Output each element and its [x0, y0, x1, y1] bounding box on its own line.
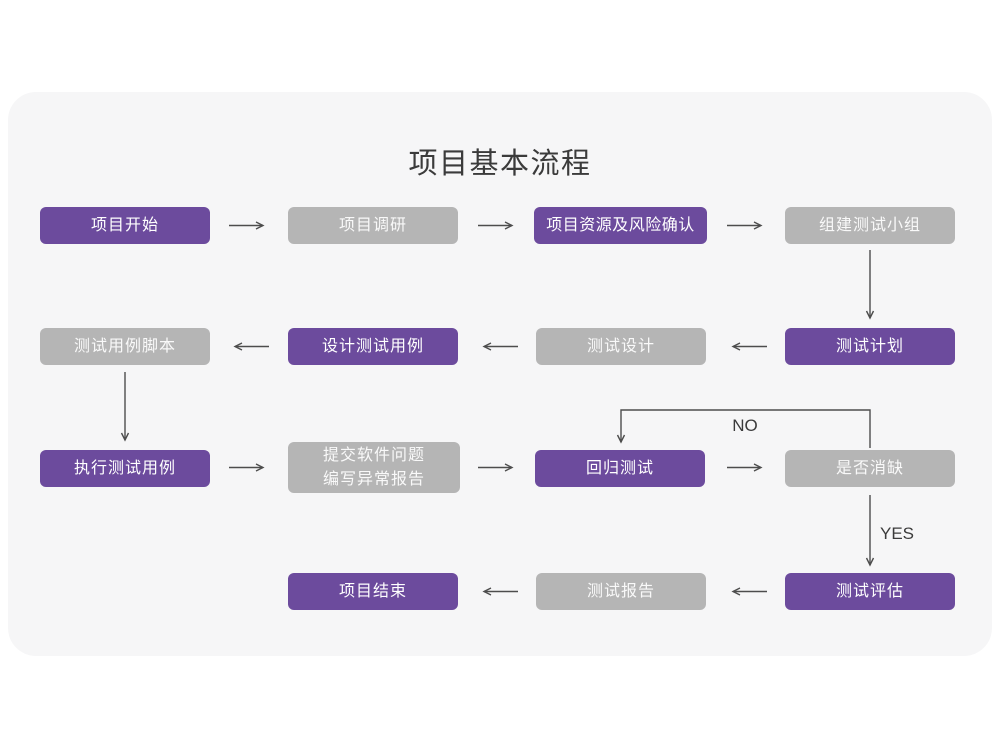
node-build-test-team: 组建测试小组: [785, 207, 955, 244]
node-project-research: 项目调研: [288, 207, 458, 244]
diagram-title: 项目基本流程: [408, 148, 592, 180]
node-design-test-cases: 设计测试用例: [288, 328, 458, 365]
node-test-plan: 测试计划: [785, 328, 955, 365]
node-execute-test-cases: 执行测试用例: [40, 450, 210, 487]
node-project-end: 项目结束: [288, 573, 458, 610]
node-project-start: 项目开始: [40, 207, 210, 244]
node-test-case-script: 测试用例脚本: [40, 328, 210, 365]
node-submit-issue-report: 提交软件问题 编写异常报告: [288, 442, 460, 493]
node-test-design: 测试设计: [536, 328, 706, 365]
flowchart-card: [8, 92, 992, 656]
node-resource-risk-confirm: 项目资源及风险确认: [534, 207, 707, 244]
node-test-evaluation: 测试评估: [785, 573, 955, 610]
node-regression-test: 回归测试: [535, 450, 705, 487]
node-test-report: 测试报告: [536, 573, 706, 610]
node-defect-cleared-decision: 是否消缺: [785, 450, 955, 487]
